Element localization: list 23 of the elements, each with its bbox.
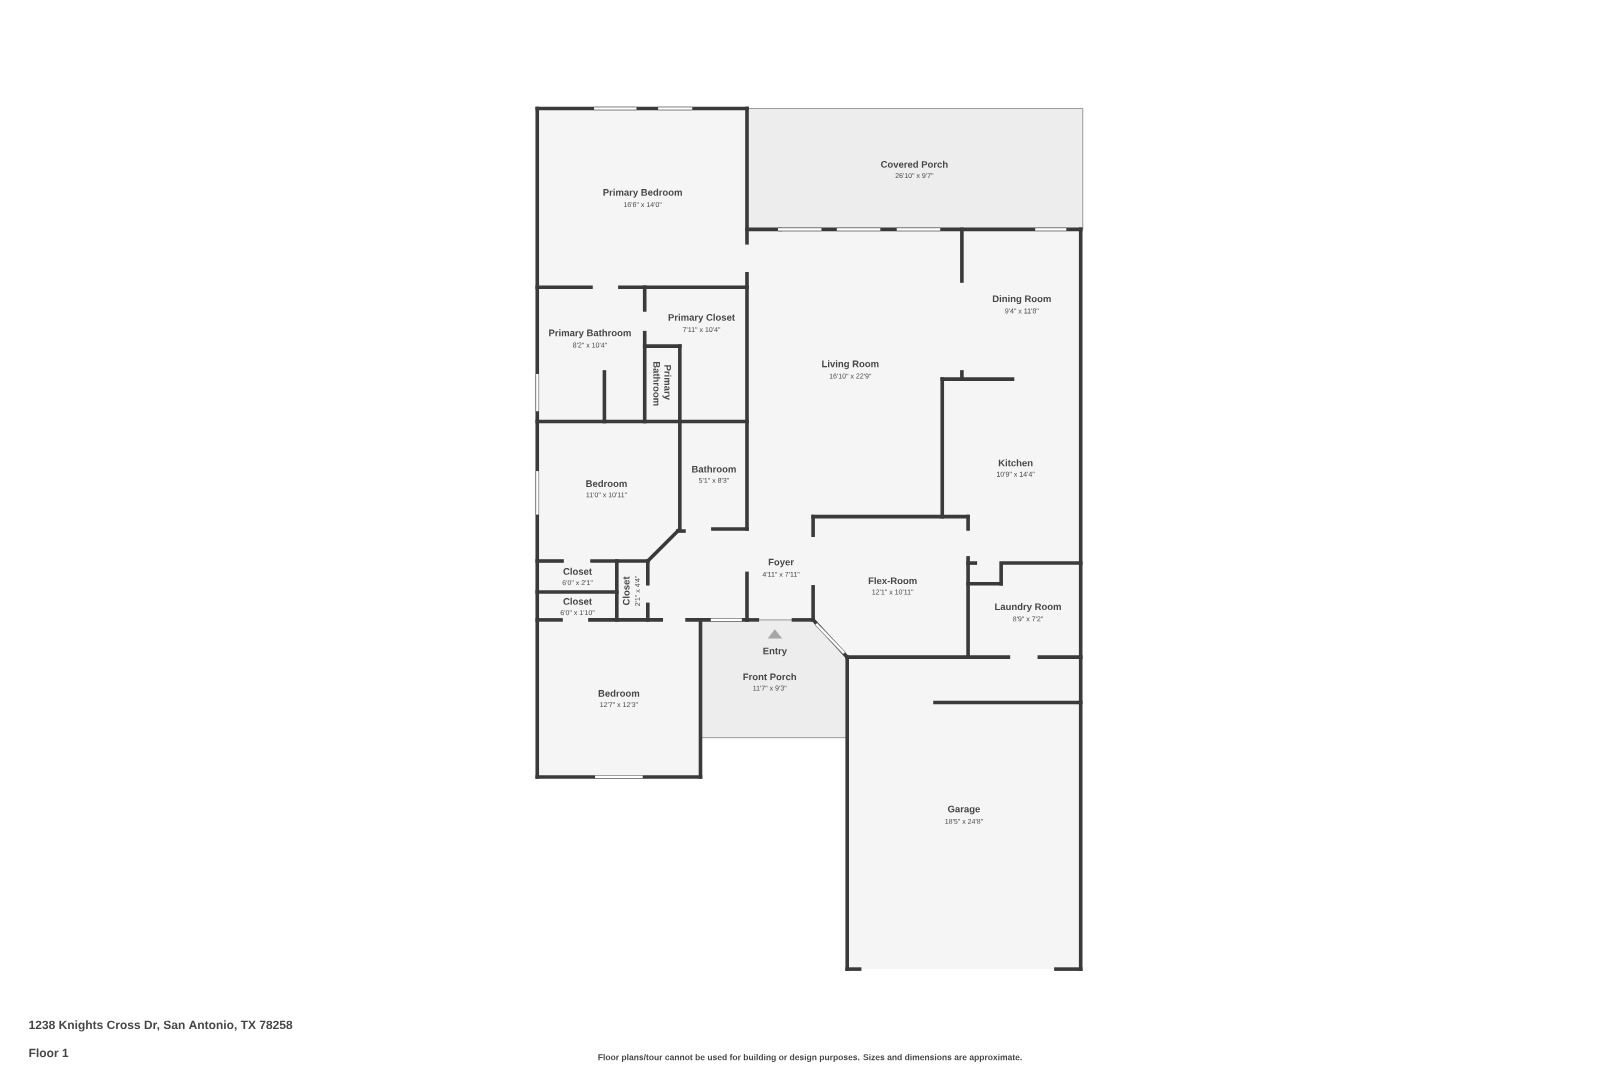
room-label: Foyer (768, 559, 794, 568)
floor-label: Floor 1 (29, 1048, 69, 1058)
room-label: Front Porch (743, 673, 797, 681)
disclaimer-text: Floor plans/tour cannot be used for building or design purposes. Sizes and dimensions are approximate. (598, 1054, 1022, 1063)
room-label: Primary Bedroom (603, 188, 682, 198)
room-label: Laundry Room (995, 603, 1061, 613)
room-label: Closet (563, 568, 592, 575)
address-text: 1238 Knights Cross Dr, San Antonio, TX 78258 (29, 1020, 293, 1032)
room-label: Living Room (822, 360, 879, 370)
room-label: Primary Bathroom (549, 329, 631, 339)
room-label: Closet (563, 598, 592, 605)
room-label: Closet (622, 576, 630, 606)
room-label: Bedroom (598, 689, 640, 697)
room-label: Dining Room (992, 295, 1051, 305)
room-label: Bathroom (692, 465, 736, 473)
entry-label: Entry (763, 647, 787, 657)
room-label: Kitchen (998, 459, 1033, 467)
room-label: Primary Bathroom (653, 362, 672, 406)
room-label: Garage (948, 805, 980, 815)
room-label: Flex-Room (868, 577, 917, 585)
room-label: Covered Porch (880, 160, 948, 168)
room-label: Bedroom (586, 480, 627, 488)
room-label: Primary Closet (668, 313, 735, 323)
